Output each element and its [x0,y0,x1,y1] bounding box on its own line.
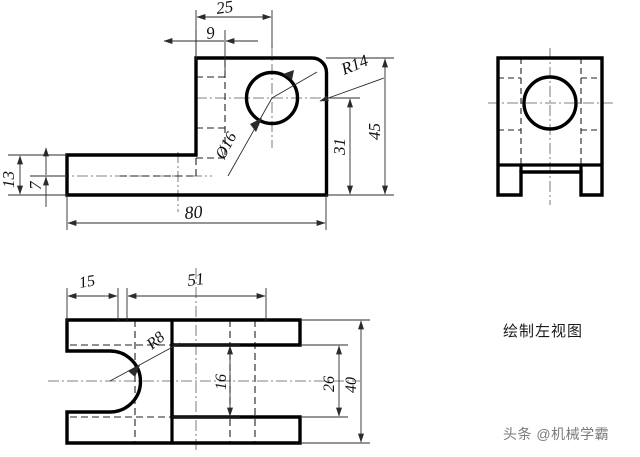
dimension-label-51: 51 [186,269,205,290]
radius-line-R14 [271,71,318,99]
dimension-26 [300,344,348,418]
radius-line-R8 [109,342,181,382]
dimension-80 [66,195,327,230]
side-view-center-lines [488,48,614,205]
dimension-51 [126,288,267,322]
leader-R14 [319,77,385,102]
leader-arrow-d16 [250,118,262,132]
top-view [48,268,370,452]
front-view-hidden-lines [120,60,226,177]
dimension-label-13: 13 [0,171,18,188]
leader-d16 [227,97,273,177]
dimension-label-31: 31 [330,138,349,156]
dimension-label-80: 80 [184,201,204,222]
top-view-center-lines [48,268,360,452]
left-side-view [488,48,614,205]
dimension-R14 [271,70,385,102]
radius-arrow-R14 [283,70,294,80]
radius-arrow-R8 [128,365,140,377]
dimension-d16 [227,97,273,177]
dimension-7 [30,147,67,207]
front-view-outline [65,56,329,197]
dimension-label-25: 25 [215,0,234,18]
dimension-13 [8,154,67,196]
side-view-hidden-lines [498,58,602,165]
dimension-label-7: 7 [26,180,45,190]
side-view-hole [522,75,578,131]
front-view [8,10,394,230]
dimension-label-16: 16 [213,374,230,390]
dimension-label-45: 45 [365,123,384,140]
dimension-16 [172,344,240,418]
dimension-15 [66,288,119,322]
dimension-45 [326,57,394,196]
dimension-9 [163,30,258,75]
front-view-hole [244,70,300,126]
dimension-label-26: 26 [321,376,338,392]
dimension-label-15: 15 [78,272,97,292]
watermark-text: 头条 @机械学霸 [503,426,610,442]
dimension-label-9: 9 [205,23,217,43]
dimension-label-40: 40 [343,377,360,393]
dimension-40 [300,319,370,444]
note-draw-left-view: 绘制左视图 [503,323,584,340]
dimension-R8 [109,342,181,382]
top-view-outline [65,318,302,445]
